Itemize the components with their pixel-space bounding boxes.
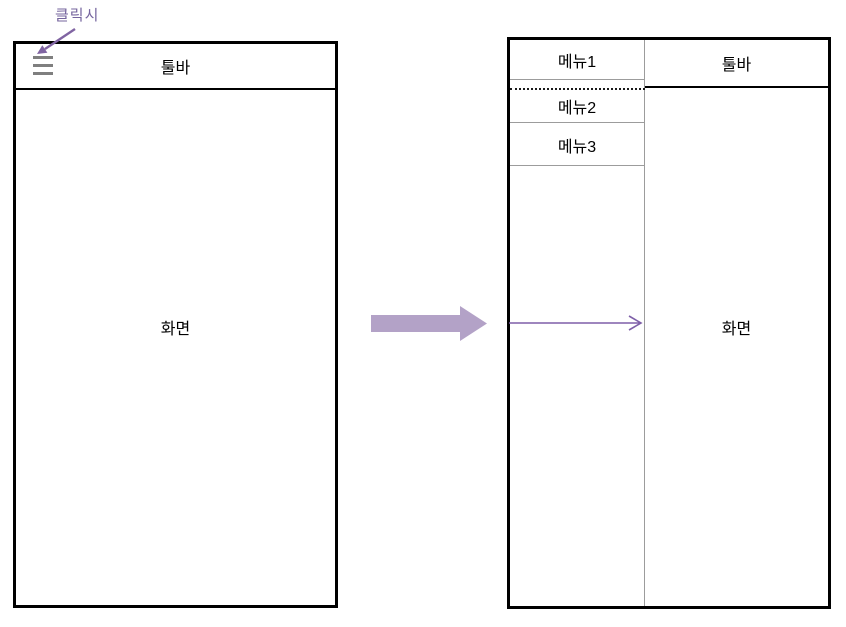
drawer-right-divider [644, 40, 645, 606]
screen-before-label: 화면 [160, 321, 191, 338]
toolbar-after-label: 툴바 [721, 57, 752, 74]
right-block-arrow-icon [371, 306, 487, 341]
drawer-item-label: 메뉴2 [557, 100, 597, 117]
hamburger-icon [33, 56, 53, 77]
drawer-item-label: 메뉴3 [557, 138, 597, 156]
drawer-item-menu1: 메뉴1 [510, 40, 644, 80]
hamburger-bar [33, 56, 53, 59]
phone-before-frame: 툴바 화면 [13, 41, 338, 608]
toolbar-before-label: 툴바 [160, 60, 191, 77]
drawer-item-label: 메뉴1 [557, 53, 597, 71]
hamburger-bar [33, 72, 53, 75]
toolbar-after: 툴바 [645, 40, 828, 88]
hamburger-bar [33, 64, 53, 67]
drawer-dotted-divider [510, 88, 645, 90]
drawer-item-menu3: 메뉴3 [510, 124, 644, 166]
screen-after-label: 화면 [721, 321, 752, 338]
phone-after-frame: 메뉴1 메뉴2 메뉴3 툴바 화면 [507, 37, 831, 609]
click-annotation-label: 클릭시 [55, 7, 100, 24]
toolbar-before: 툴바 [16, 44, 335, 90]
drawer-item-menu2: 메뉴2 [510, 90, 644, 123]
